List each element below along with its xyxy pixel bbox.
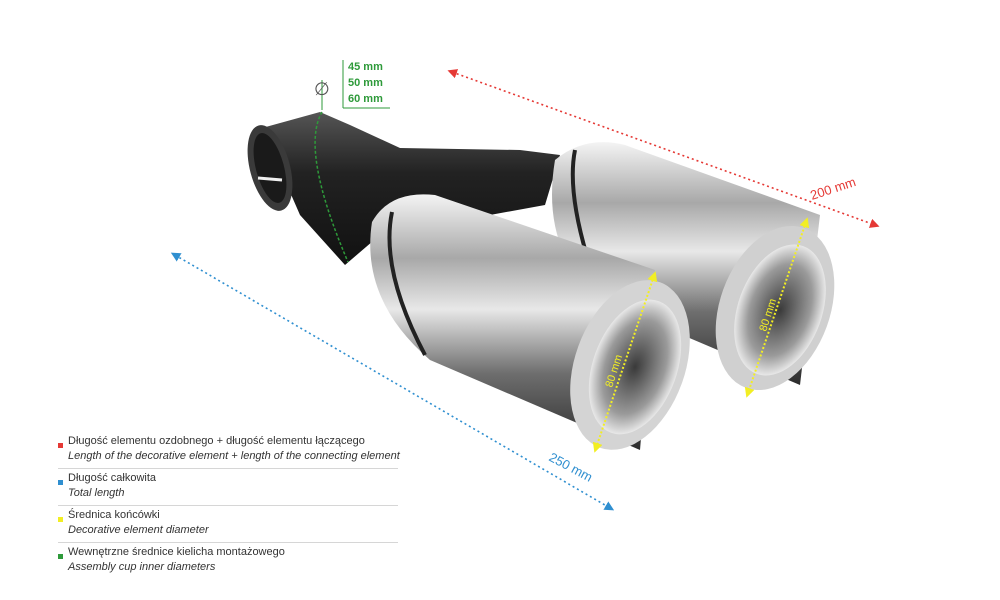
legend-dot-red	[58, 443, 63, 448]
diameter-60: 60 mm	[348, 93, 383, 105]
legend-dot-green	[58, 554, 63, 559]
legend: Długość elementu ozdobnego + długość ele…	[58, 432, 400, 579]
legend-label-pl: Długość elementu ozdobnego + długość ele…	[68, 435, 365, 447]
legend-label-pl: Wewnętrzne średnice kielicha montażowego	[68, 546, 285, 558]
legend-label-en: Decorative element diameter	[68, 524, 209, 536]
legend-label-pl: Średnica końcówki	[68, 509, 160, 521]
legend-item-tip-diameter: Średnica końcówki Decorative element dia…	[58, 506, 398, 543]
diameter-45: 45 mm	[348, 61, 383, 73]
legend-label-en: Total length	[68, 487, 125, 499]
assembly-cup-ring	[314, 111, 349, 263]
legend-dot-yellow	[58, 517, 63, 522]
dimension-label-250: 250 mm	[547, 449, 596, 484]
exhaust-tip-product	[247, 112, 835, 450]
diameter-50: 50 mm	[348, 77, 383, 89]
dimension-line-total	[170, 252, 615, 511]
legend-item-total-length: Długość całkowita Total length	[58, 469, 398, 506]
dimension-label-200: 200 mm	[808, 174, 857, 203]
legend-dot-blue	[58, 480, 63, 485]
legend-item-decorative-length: Długość elementu ozdobnego + długość ele…	[58, 432, 400, 469]
legend-label-en: Length of the decorative element + lengt…	[68, 450, 400, 462]
legend-item-cup-diameters: Wewnętrzne średnice kielicha montażowego…	[58, 543, 398, 579]
legend-label-en: Assembly cup inner diameters	[68, 561, 216, 573]
legend-label-pl: Długość całkowita	[68, 472, 157, 484]
diameter-icon: ∅	[314, 79, 330, 99]
